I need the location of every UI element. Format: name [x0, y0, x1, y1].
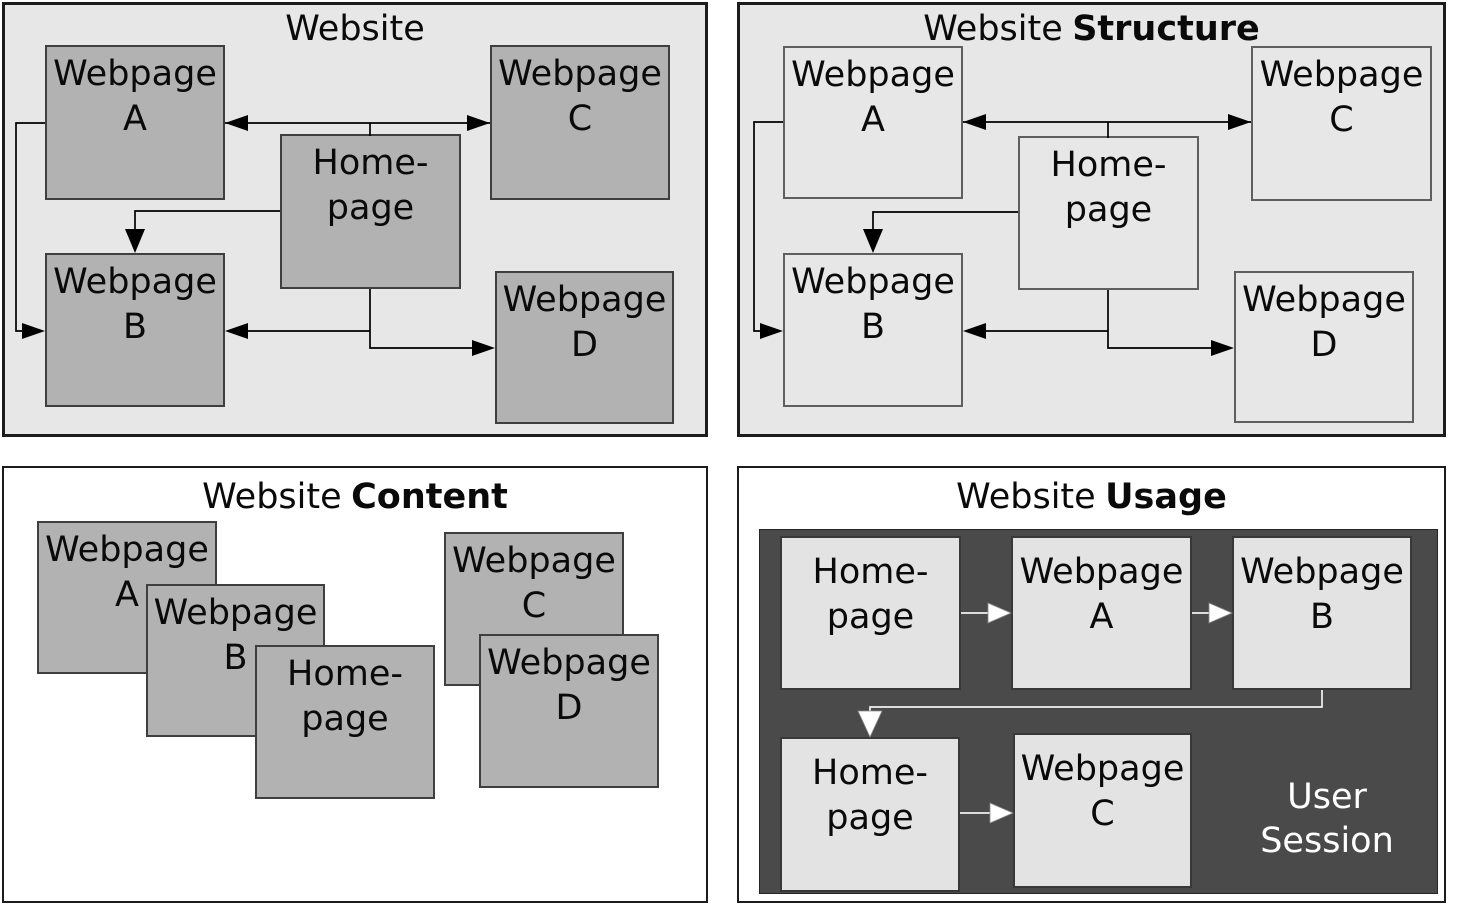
- panel-usage-title-text: Website: [956, 477, 1096, 517]
- panel-content-title-bold: Content: [351, 477, 508, 517]
- structure-box-webpage-a: Webpage A: [783, 46, 963, 199]
- usage-box-webpage-b: Webpage B: [1232, 536, 1412, 690]
- panel-structure-title-text: Website: [923, 9, 1063, 49]
- panel-usage-title-bold: Usage: [1105, 477, 1227, 517]
- panel-structure-title-bold: Structure: [1072, 9, 1260, 49]
- panel-content-title-text: Website: [202, 477, 342, 517]
- usage-box-homepage-1: Home- page: [780, 536, 961, 690]
- structure-box-homepage: Home- page: [1018, 136, 1199, 290]
- website-box-webpage-d: Webpage D: [495, 271, 674, 424]
- user-session-label: User Session: [1260, 777, 1394, 861]
- panel-website-title-text: Website: [285, 9, 425, 49]
- usage-box-webpage-c: Webpage C: [1013, 733, 1192, 888]
- structure-box-webpage-b: Webpage B: [783, 253, 963, 407]
- website-box-homepage: Home- page: [280, 134, 461, 289]
- structure-box-webpage-c: Webpage C: [1251, 46, 1432, 201]
- website-box-webpage-a: Webpage A: [45, 45, 225, 200]
- structure-box-webpage-d: Webpage D: [1234, 271, 1414, 423]
- usage-box-homepage-2: Home- page: [780, 737, 960, 892]
- usage-box-webpage-a: Webpage A: [1011, 536, 1192, 690]
- website-box-webpage-b: Webpage B: [45, 253, 225, 407]
- content-box-homepage: Home- page: [255, 645, 435, 799]
- website-box-webpage-c: Webpage C: [490, 45, 670, 200]
- content-box-webpage-d: Webpage D: [479, 634, 659, 788]
- panel-website-title: Website: [2, 7, 708, 52]
